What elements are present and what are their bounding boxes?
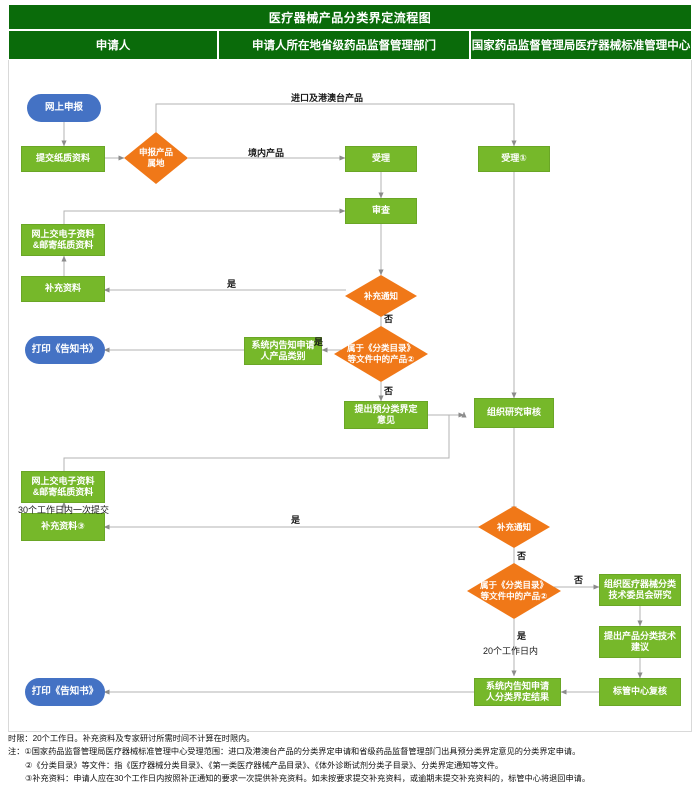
- node-submit-paper-docs[interactable]: 提交纸质资料: [21, 146, 105, 172]
- swimlane-header: 申请人 申请人所在地省级药品监督管理部门 国家药品监督管理局医疗器械标准管理中心: [8, 30, 692, 60]
- node-system-inform-category[interactable]: 系统内告知申请 人产品类别: [244, 337, 322, 365]
- edge-label-yes-3: 是: [291, 515, 301, 525]
- node-accept-center[interactable]: 受理①: [478, 146, 550, 172]
- edge-label-submit-once-30: 30个工作日内一次提交: [18, 505, 110, 515]
- node-organize-research[interactable]: 组织研究审核: [474, 398, 554, 428]
- node-accept-local[interactable]: 受理: [345, 146, 417, 172]
- edge-label-domestic: 境内产品: [248, 148, 285, 158]
- node-online-docs-1[interactable]: 网上交电子资料 &邮寄纸质资料: [21, 224, 105, 256]
- edge-label-no-3: 否: [517, 551, 527, 561]
- node-print-notice-1[interactable]: 打印《告知书》: [25, 336, 105, 364]
- node-tech-advice[interactable]: 提出产品分类技术 建议: [599, 626, 681, 658]
- footnote-note-3: ③补充资料：申请人应在30个工作日内按照补正通知的要求一次提供补充资料。如未按要…: [25, 773, 591, 783]
- node-pre-classification-opinion[interactable]: 提出预分类界定 意见: [344, 401, 428, 429]
- edge-label-yes-4: 是: [517, 631, 527, 641]
- edge-label-import-hmt: 进口及港澳台产品: [291, 93, 364, 103]
- node-supplement-docs-1[interactable]: 补充资料: [21, 276, 105, 302]
- node-print-notice-2[interactable]: 打印《告知书》: [25, 678, 105, 706]
- node-supplement-notice-2[interactable]: 补充通知: [478, 506, 550, 548]
- footnote-note-1: 注：①国家药品监督管理局医疗器械标准管理中心受理范围：进口及港澳台产品的分类界定…: [8, 747, 581, 757]
- node-system-inform-result[interactable]: 系统内告知申请 人分类界定结果: [474, 678, 561, 706]
- edge-label-yes-2: 是: [314, 337, 324, 347]
- node-in-catalog-decision-2[interactable]: 属于《分类目录》 等文件中的产品②: [467, 563, 561, 619]
- swimlane-header-applicant: 申请人: [8, 30, 218, 60]
- swimlane-header-national: 国家药品监督管理局医疗器械标准管理中心: [470, 30, 692, 60]
- node-product-origin-decision[interactable]: 申报产品 属地: [124, 132, 188, 184]
- edge-label-yes-1: 是: [227, 279, 237, 289]
- node-online-docs-2[interactable]: 网上交电子资料 &邮寄纸质资料: [21, 471, 105, 503]
- node-supplement-notice-1[interactable]: 补充通知: [345, 275, 417, 317]
- node-review[interactable]: 审查: [345, 198, 417, 224]
- edge-label-no-1: 否: [384, 314, 394, 324]
- edge-label-no-4: 否: [574, 575, 584, 585]
- footnote-note-2: ②《分类目录》等文件：指《医疗器械分类目录》、《第一类医疗器械产品目录》、《体外…: [25, 760, 504, 770]
- footnote-time-limit: 时限：20个工作日。补充资料及专家研讨所需时间不计算在时限内。: [8, 734, 255, 743]
- swimlane-header-provincial: 申请人所在地省级药品监督管理部门: [218, 30, 470, 60]
- node-supplement-docs-2[interactable]: 补充资料③: [21, 513, 105, 541]
- page-title: 医疗器械产品分类界定流程图: [8, 4, 692, 30]
- node-online-apply[interactable]: 网上申报: [27, 94, 101, 122]
- edge-label-within-20-days: 20个工作日内: [483, 646, 539, 656]
- flowchart-canvas: 网上申报 提交纸质资料 网上交电子资料 &邮寄纸质资料 补充资料 打印《告知书》…: [8, 60, 692, 732]
- connector-layer: [61, 103, 643, 695]
- edge-label-no-2: 否: [384, 386, 394, 396]
- node-in-catalog-decision-1[interactable]: 属于《分类目录》 等文件中的产品②: [334, 326, 428, 382]
- node-committee-research[interactable]: 组织医疗器械分类 技术委员会研究: [599, 574, 681, 606]
- node-center-review[interactable]: 标管中心复核: [599, 678, 681, 706]
- footnotes: 时限：20个工作日。补充资料及专家研讨所需时间不计算在时限内。 注：①国家药品监…: [8, 732, 692, 802]
